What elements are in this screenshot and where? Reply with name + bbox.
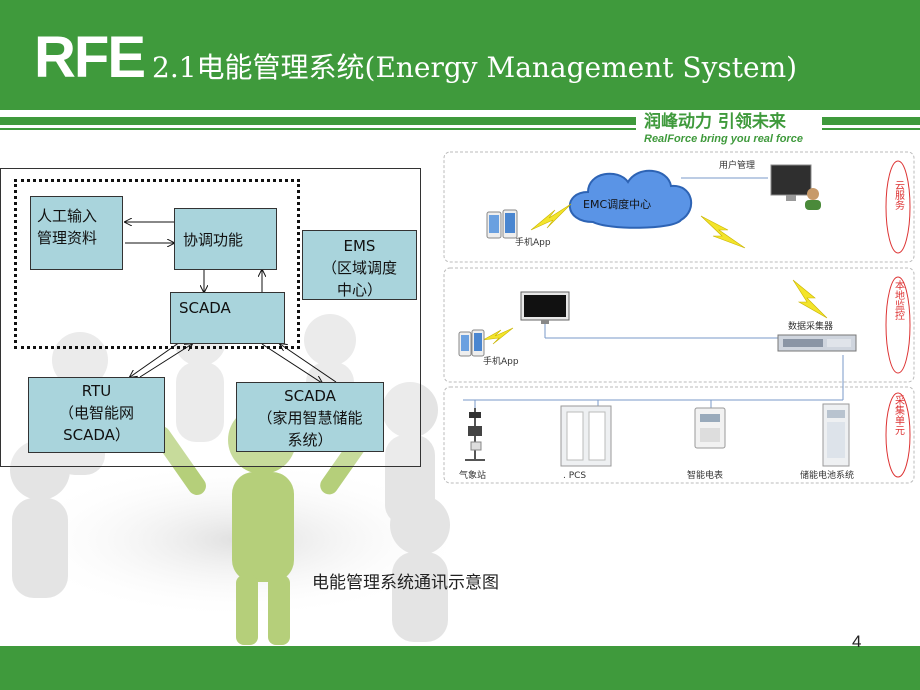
device-label-battery: 储能电池系统 (800, 469, 854, 481)
user-management-label: 用户管理 (719, 159, 755, 171)
header-bar: RFE 2.1电能管理系统(Energy Management System) (0, 0, 920, 110)
battery-cabinet-icon (822, 403, 850, 467)
app-label-cloud: 手机App (515, 236, 551, 248)
coordination-node: 协调功能 (174, 208, 277, 270)
scada-center-node: SCADA (170, 292, 285, 344)
cloud-label: EMC调度中心 (583, 197, 651, 211)
slogan-box: 润峰动力 引领未来 RealForce bring you real force (636, 111, 822, 147)
rtu-node: RTU （电智能网 SCADA） (28, 377, 165, 453)
control-boundary (14, 179, 300, 349)
app-label-local: 手机App (483, 355, 519, 367)
smart-meter-icon (694, 407, 726, 449)
diagram-caption: 电能管理系统通讯示意图 (312, 573, 499, 593)
page-number: 4 (852, 632, 862, 651)
wireless-bolt-icon (482, 327, 514, 345)
side-label-collect: 采集单元 (893, 395, 905, 435)
header-stripe (0, 117, 920, 125)
header-thin-stripe (0, 128, 920, 130)
network-diagram: 云服务 本地监控 采集单元 EMC调度中心 手机App (443, 151, 915, 484)
slogan-english: RealForce bring you real force (644, 133, 803, 145)
pcs-cabinet-icon (560, 405, 612, 467)
wireless-bolt-icon (792, 279, 828, 319)
scada-home-node: SCADA （家用智慧储能 系统） (236, 382, 384, 452)
ems-node: EMS （区域调度 中心） (302, 230, 417, 300)
monitor-icon (520, 291, 570, 324)
data-collector-icon (777, 334, 857, 352)
side-label-local: 本地监控 (893, 279, 905, 321)
phone-icon (458, 329, 485, 357)
device-label-pcs: . PCS (563, 471, 586, 481)
device-label-meter: 智能电表 (687, 469, 723, 481)
cloud-section-frame (443, 151, 915, 263)
phone-icon (486, 209, 518, 239)
manual-input-node: 人工输入 管理资料 (30, 196, 123, 270)
footer-bar (0, 646, 920, 690)
slide-title: 2.1电能管理系统(Energy Management System) (152, 51, 798, 84)
device-label-weather: 气象站 (459, 469, 486, 481)
computer-icon (770, 164, 821, 210)
collector-label: 数据采集器 (788, 320, 833, 332)
wireless-bolt-icon (530, 203, 572, 231)
weather-station-icon (465, 408, 485, 461)
cloud-icon (568, 169, 693, 229)
side-label-cloud: 云服务 (893, 180, 905, 211)
slogan-chinese: 润峰动力 引领未来 (644, 112, 786, 132)
local-section-frame (443, 267, 915, 383)
diagram-arrows (0, 0, 337, 480)
wireless-bolt-icon (700, 215, 746, 249)
rfe-logo: RFE (34, 25, 146, 90)
